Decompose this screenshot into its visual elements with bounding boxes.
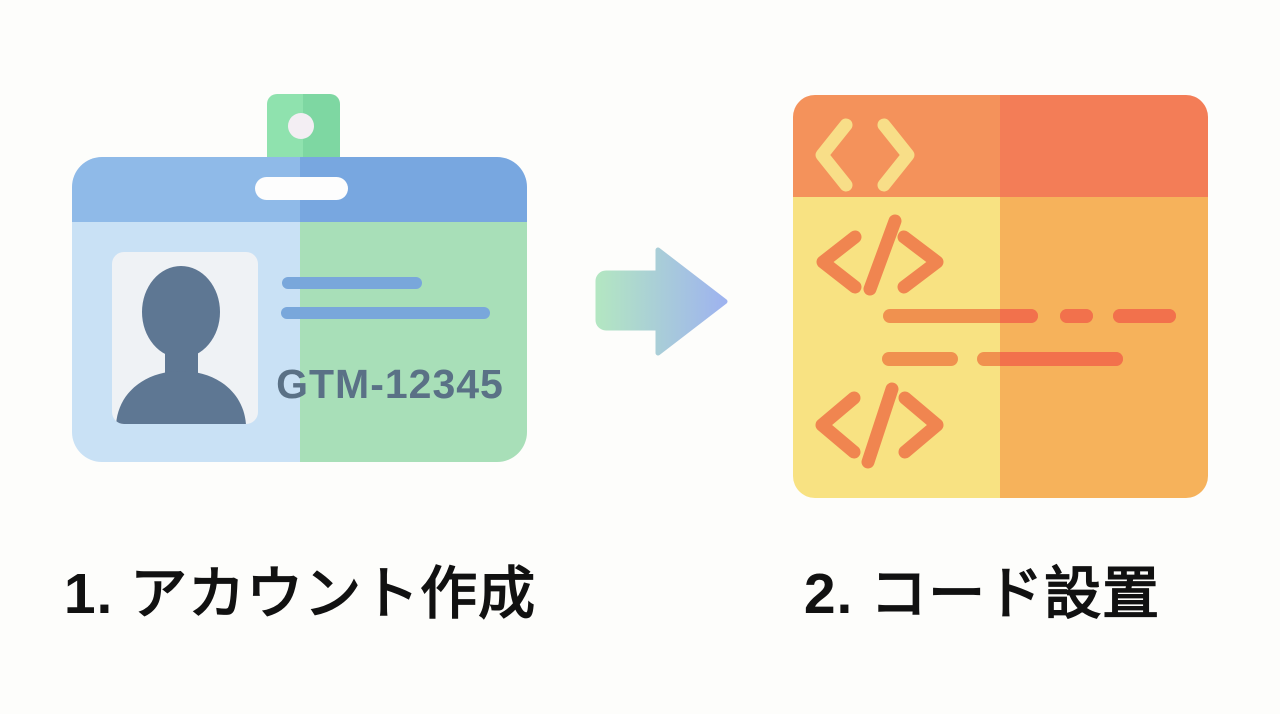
badge-clip-hole (288, 113, 314, 139)
code-slash-icon-bottom (815, 382, 944, 469)
window-header-right (1000, 95, 1208, 197)
badge-id-text: GTM-12345 (276, 361, 504, 407)
badge-slot (255, 177, 348, 200)
card-body-right (300, 222, 527, 462)
badge-text-lines (281, 277, 490, 319)
code-window-panels (793, 95, 1208, 498)
window-body-left (793, 197, 1000, 498)
code-window-icon (793, 95, 1208, 498)
step-2-label: 2. コード設置 (803, 562, 1161, 626)
person-silhouette-icon (116, 266, 246, 424)
arrow-right-icon (595, 247, 728, 356)
code-dash-lines-right (1000, 309, 1176, 366)
window-body-right (1000, 197, 1208, 498)
code-slash-icon-top (816, 214, 944, 296)
id-badge-icon: GTM-12345 (72, 94, 527, 462)
angle-brackets-icon (815, 118, 915, 192)
step-1-label: 1. アカウント作成 (63, 562, 537, 626)
